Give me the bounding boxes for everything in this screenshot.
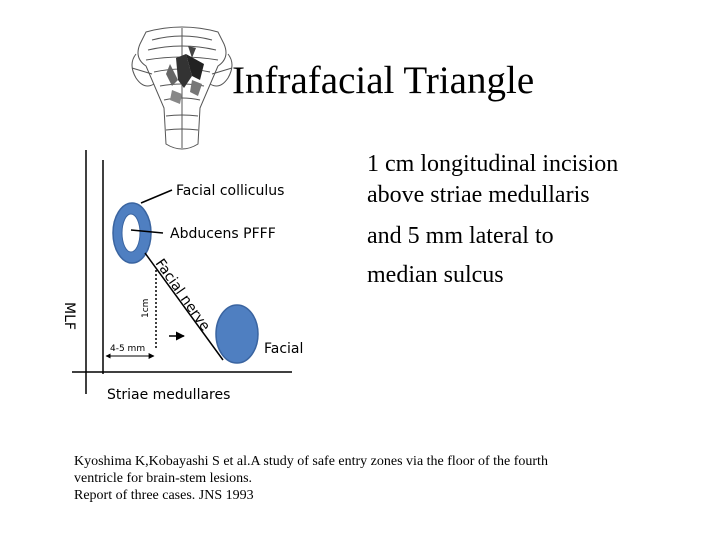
colliculus-pointer <box>140 189 173 204</box>
facial-nucleus-shape <box>215 304 259 364</box>
label-four-five-mm: 4-5 mm <box>110 344 145 354</box>
facial-nerve-line <box>144 252 224 361</box>
description-line-3: and 5 mm lateral to <box>367 223 554 249</box>
reference-line-1: Kyoshima K,Kobayashi S et al.A study of … <box>74 454 548 469</box>
reference-line-2: ventricle for brain-stem lesions. <box>74 471 253 486</box>
label-facial: Facial <box>264 341 303 357</box>
label-facial-nerve: Facial nerve <box>152 256 213 334</box>
abducens-nucleus-hole <box>121 213 141 253</box>
brainstem-illustration-icon <box>131 26 233 150</box>
slide-title: Infrafacial Triangle <box>232 59 535 102</box>
description-line-1: 1 cm longitudinal incision <box>367 151 619 177</box>
description-line-2: above striae medullaris <box>367 182 590 208</box>
reference-line-3: Report of three cases. JNS 1993 <box>74 488 254 503</box>
abducens-pointer <box>130 229 164 234</box>
label-striae-medullares: Striae medullares <box>107 387 230 403</box>
reference-citation: Kyoshima K,Kobayashi S et al.A study of … <box>74 453 674 504</box>
label-mlf: MLF <box>61 302 77 330</box>
description-line-4: median sulcus <box>367 262 504 288</box>
label-facial-colliculus: Facial colliculus <box>176 183 284 199</box>
label-one-cm: 1cm <box>141 299 151 318</box>
label-abducens: Abducens PFFF <box>170 226 276 242</box>
